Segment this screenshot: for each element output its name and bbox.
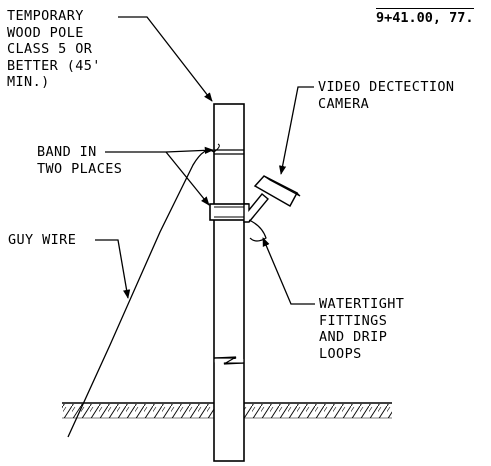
band-label-line: TWO PLACES — [37, 160, 123, 177]
guy-wire-label: GUY WIRE — [8, 232, 76, 249]
leader-lines — [95, 16, 315, 305]
guy-wire — [67, 143, 220, 438]
video-camera — [243, 175, 301, 242]
ground-hatch — [62, 402, 392, 419]
pole-label: TEMPORARY WOOD POLE CLASS 5 OR BETTER (4… — [7, 8, 101, 91]
camera-label-line: VIDEO DECTECTION — [318, 79, 455, 95]
band-label-line: BAND IN — [37, 144, 97, 160]
fittings-label-line: WATERTIGHT — [319, 296, 405, 312]
fittings-label-line: AND DRIP — [319, 329, 388, 345]
guy-wire-label-line: GUY WIRE — [8, 232, 77, 248]
pole-label-line: TEMPORARY — [7, 8, 84, 24]
fittings-label-line: FITTINGS — [319, 312, 388, 329]
pole-label-line: MIN.) — [7, 74, 50, 90]
pole-bands — [209, 149, 249, 221]
pole-label-line: CLASS 5 OR — [7, 41, 93, 57]
wood-pole — [213, 103, 245, 462]
camera-label-line: CAMERA — [318, 95, 370, 112]
camera-label: VIDEO DECTECTION CAMERA — [318, 79, 454, 112]
pole-label-line: BETTER (45' — [7, 57, 101, 74]
station-callout: 9+41.00, 77. — [376, 8, 474, 26]
band-label: BAND IN TWO PLACES — [37, 144, 122, 177]
fittings-label: WATERTIGHT FITTINGS AND DRIP LOOPS — [319, 296, 404, 362]
fittings-label-line: LOOPS — [319, 345, 362, 362]
pole-label-line: WOOD POLE — [7, 24, 84, 41]
